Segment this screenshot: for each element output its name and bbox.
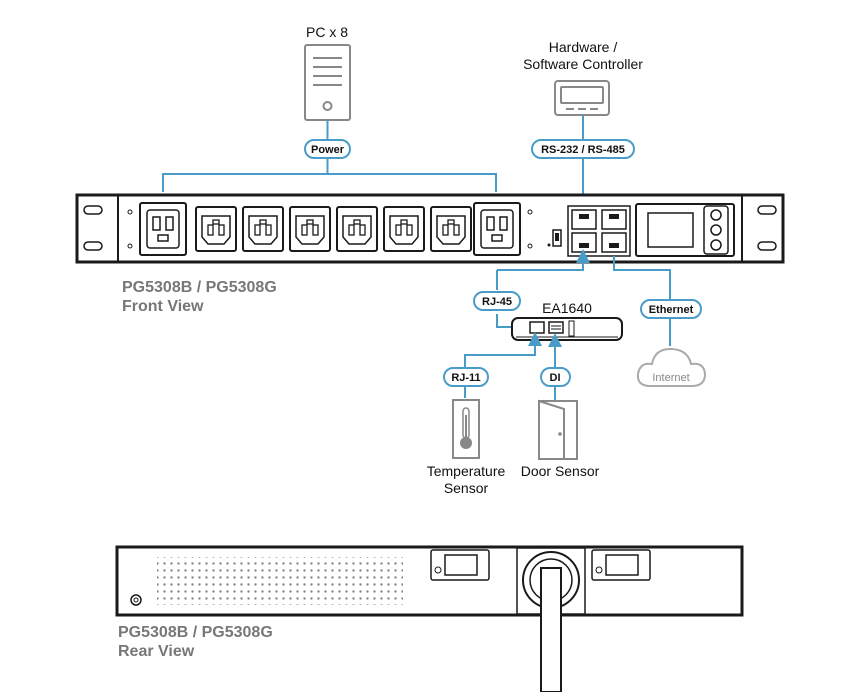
outlet-c13-group	[195, 206, 472, 252]
network-ports-icon	[567, 205, 631, 257]
svg-text:Ethernet: Ethernet	[649, 304, 694, 316]
lcd-display-icon	[635, 203, 735, 257]
rj11-pill: RJ-11	[443, 367, 489, 387]
rj45-pill: RJ-45	[473, 291, 521, 311]
controller-label-line1: Hardware /	[549, 39, 618, 55]
di-pill: DI	[540, 367, 571, 387]
power-wiring	[162, 120, 497, 192]
svg-text:RS-232 / RS-485: RS-232 / RS-485	[541, 144, 625, 156]
front-view-label: Front View	[122, 298, 204, 315]
svg-text:DI: DI	[550, 372, 561, 384]
controller-device-icon	[554, 80, 610, 116]
power-pill: Power	[304, 139, 351, 159]
rear-view-label: Rear View	[118, 643, 195, 660]
pc-label: PC x 8	[306, 24, 348, 40]
outlet-c13-icon	[289, 206, 331, 252]
controller-label-line2: Software Controller	[523, 56, 643, 72]
ea1640-device-icon	[511, 317, 623, 341]
temperature-label-line1: Temperature	[427, 463, 506, 479]
internet-cloud-icon	[636, 347, 707, 387]
mount-slot-icon	[757, 241, 777, 251]
front-model-label: PG5308B / PG5308G	[122, 279, 277, 296]
outlet-c13-icon	[430, 206, 472, 252]
door-sensor-icon	[538, 399, 578, 460]
rear-model-label: PG5308B / PG5308G	[118, 624, 273, 641]
usb-port-icon	[547, 229, 562, 247]
ethernet-pill: Ethernet	[640, 299, 702, 319]
outlet-c13-icon	[383, 206, 425, 252]
mount-slot-icon	[757, 205, 777, 215]
mount-slot-icon	[83, 241, 103, 251]
door-sensor-label: Door Sensor	[521, 463, 600, 479]
rs-pill: RS-232 / RS-485	[531, 139, 635, 159]
pc-tower-icon	[304, 44, 351, 121]
ea1640-label: EA1640	[542, 300, 592, 316]
rj45-wiring	[496, 249, 590, 328]
temperature-label-line2: Sensor	[444, 480, 489, 496]
outlet-c13-icon	[242, 206, 284, 252]
outlet-c19-right-icon	[473, 202, 521, 256]
pdu-rear-panel	[115, 545, 744, 692]
outlet-c13-icon	[336, 206, 378, 252]
outlet-c19-left-icon	[139, 202, 187, 256]
mount-slot-icon	[83, 205, 103, 215]
svg-text:RJ-45: RJ-45	[482, 296, 512, 308]
ethernet-wiring	[613, 256, 671, 346]
temperature-sensor-icon	[452, 399, 480, 459]
svg-text:RJ-11: RJ-11	[451, 372, 480, 384]
outlet-c13-icon	[195, 206, 237, 252]
internet-label: Internet	[652, 372, 689, 384]
svg-text:Power: Power	[311, 144, 345, 156]
